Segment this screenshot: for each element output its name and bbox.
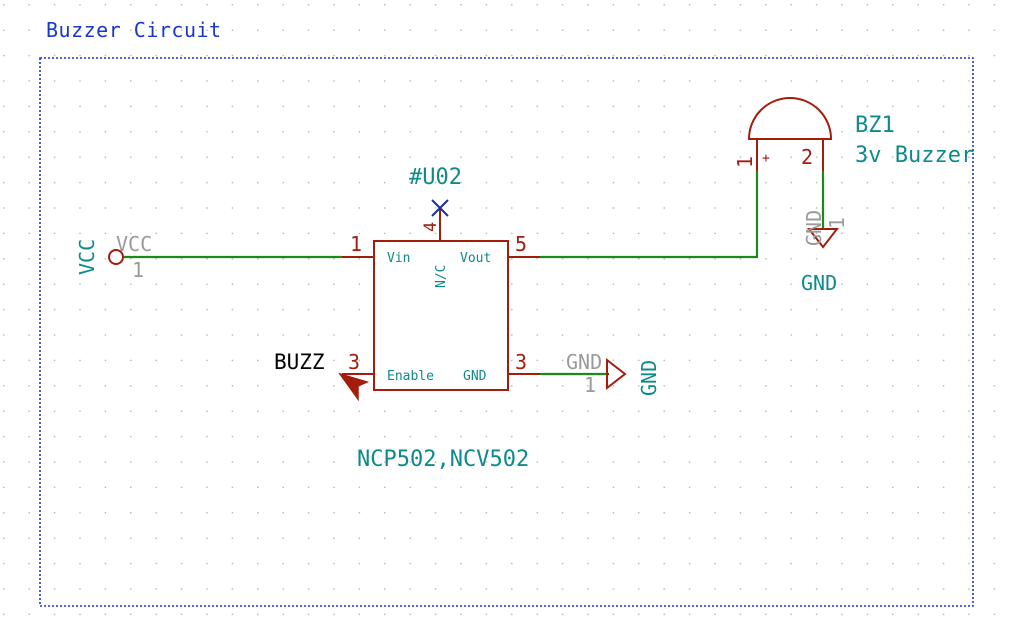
sheet-frame: Buzzer Circuit xyxy=(39,18,974,607)
buzz-label-text: BUZZ xyxy=(274,350,325,374)
gnd-triangle-icon xyxy=(806,228,840,249)
gnd-buz-value-label: GND xyxy=(801,271,837,295)
wire-vout-to-buzzer xyxy=(540,171,759,259)
buzz-net-label[interactable]: BUZZ xyxy=(274,350,370,402)
pin-name-gnd: GND xyxy=(463,369,487,384)
gnd-reg-value-label: GND xyxy=(637,360,661,396)
gnd-reg-pin-name: GND xyxy=(566,350,602,374)
gnd-buz-pin-number: 1 xyxy=(825,217,849,229)
pin-number-enable: 3 xyxy=(348,350,360,374)
pin-name-vin: Vin xyxy=(387,251,410,266)
buzzer-pin1-number: 1 xyxy=(733,156,757,168)
frame-border xyxy=(39,57,974,607)
vcc-symbol-circle xyxy=(108,249,124,265)
sheet-title: Buzzer Circuit xyxy=(46,18,222,42)
gnd-buz-pin-name: GND xyxy=(802,210,826,246)
regulator-reference: #U02 xyxy=(409,165,462,190)
vcc-power-symbol[interactable]: VCC VCC 1 xyxy=(75,232,152,282)
regulator-value: NCP502,NCV502 xyxy=(357,447,529,472)
regulator-body xyxy=(373,240,509,391)
vcc-value-label: VCC xyxy=(75,239,99,275)
no-connect-icon xyxy=(431,199,449,217)
buzzer-reference: BZ1 xyxy=(855,113,895,138)
pin-name-nc: N/C xyxy=(434,265,449,288)
gnd-triangle-icon xyxy=(606,357,627,391)
buzzer-polarity-plus: + xyxy=(762,151,770,166)
pin-number-vout: 5 xyxy=(515,232,527,256)
vcc-pin-number: 1 xyxy=(132,258,144,282)
buzzer-value: 3v Buzzer xyxy=(855,143,974,168)
buzzer-bz1[interactable]: + 1 2 BZ1 3v Buzzer xyxy=(733,97,974,171)
gnd-symbol-buzzer[interactable]: GND GND 1 xyxy=(801,210,849,295)
regulator-u02[interactable]: #U02 NCP502,NCV502 1 Vin 5 Vout 3 Enable… xyxy=(342,165,540,472)
gnd-symbol-regulator[interactable]: GND GND 1 xyxy=(566,350,661,397)
pin-name-enable: Enable xyxy=(387,369,434,384)
buzz-label-arrow-icon xyxy=(338,372,370,402)
pin-number-gnd: 3 xyxy=(515,350,527,374)
pin-number-nc: 4 xyxy=(421,222,441,232)
pin-number-vin: 1 xyxy=(350,232,362,256)
pin-name-vout: Vout xyxy=(460,251,491,266)
vcc-pin-name: VCC xyxy=(116,232,152,256)
buzzer-pin2-number: 2 xyxy=(801,145,813,169)
gnd-reg-pin-number: 1 xyxy=(584,373,596,397)
wires xyxy=(124,171,825,376)
buzzer-body xyxy=(747,97,833,140)
